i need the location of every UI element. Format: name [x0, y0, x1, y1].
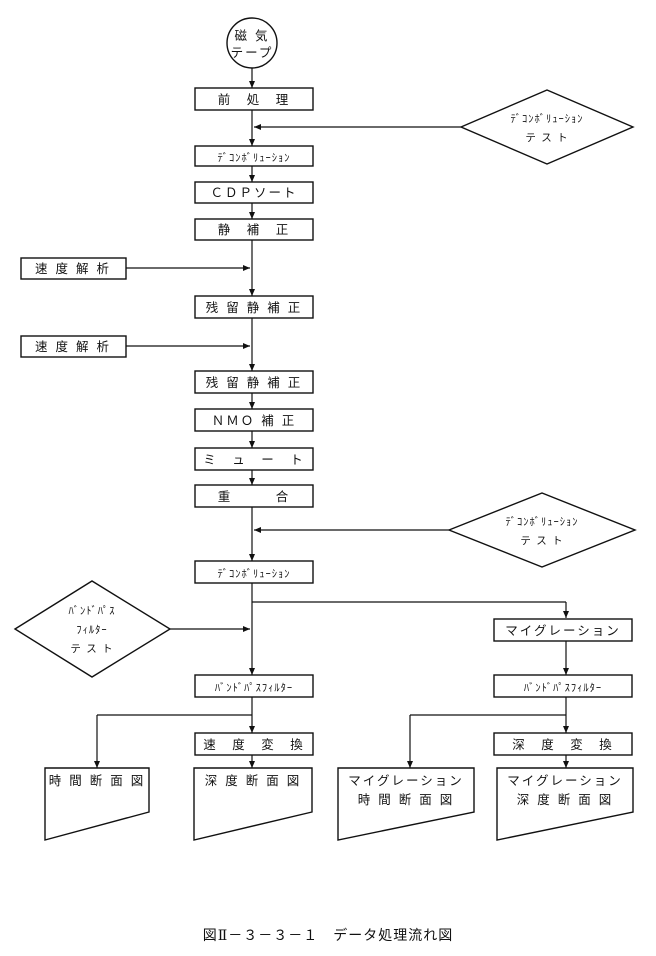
diamond-deconvolution-test-2: ﾃﾞｺﾝﾎﾞﾘｭｰｼｮﾝ テ ス ト: [447, 492, 637, 568]
start-label-1: 磁 気: [235, 28, 270, 43]
output-depth-section: 深 度 断 面 図: [193, 767, 313, 841]
box-preprocess: 前 処 理: [194, 87, 314, 111]
svg-text:テ ス ト: テ ス ト: [70, 643, 113, 655]
svg-text:前 処 理: 前 処 理: [218, 92, 291, 107]
svg-text:ﾊﾞﾝﾄﾞﾊﾟｽﾌｨﾙﾀｰ: ﾊﾞﾝﾄﾞﾊﾟｽﾌｨﾙﾀｰ: [524, 682, 602, 694]
box-mute: ミ ュ ー ト: [194, 447, 314, 471]
diamond-bandpass-test: ﾊﾞﾝﾄﾞﾊﾟｽ ﾌｨﾙﾀｰ テ ス ト: [13, 580, 172, 678]
box-migration: マイグレーション: [493, 618, 633, 642]
svg-text:ミ ュ ー ト: ミ ュ ー ト: [203, 452, 305, 467]
box-residual-static-2: 残 留 静 補 正: [194, 370, 314, 394]
svg-text:ＣＤＰソート: ＣＤＰソート: [210, 185, 297, 200]
box-bandpass-left: ﾊﾞﾝﾄﾞﾊﾟｽﾌｨﾙﾀｰ: [194, 674, 314, 698]
diamond-deconvolution-test-1: ﾃﾞｺﾝﾎﾞﾘｭｰｼｮﾝ テ ス ト: [459, 89, 635, 165]
start-label-2: テープ: [231, 45, 274, 60]
box-residual-static-1: 残 留 静 補 正: [194, 295, 314, 319]
svg-text:残 留 静 補 正: 残 留 静 補 正: [206, 300, 302, 315]
box-static-correction: 静 補 正: [194, 218, 314, 241]
svg-text:ﾃﾞｺﾝﾎﾞﾘｭｰｼｮﾝ: ﾃﾞｺﾝﾎﾞﾘｭｰｼｮﾝ: [506, 516, 579, 528]
svg-text:深 度 変 換: 深 度 変 換: [512, 737, 614, 752]
svg-text:ＮＭＯ 補 正: ＮＭＯ 補 正: [212, 413, 296, 428]
connectors: [94, 68, 569, 768]
svg-text:ﾃﾞｺﾝﾎﾞﾘｭｰｼｮﾝ: ﾃﾞｺﾝﾎﾞﾘｭｰｼｮﾝ: [218, 568, 291, 580]
box-depth-conversion: 深 度 変 換: [493, 732, 633, 756]
box-bandpass-right: ﾊﾞﾝﾄﾞﾊﾟｽﾌｨﾙﾀｰ: [493, 674, 633, 698]
output-migration-depth-section: マイグレーション 深 度 断 面 図: [496, 767, 634, 841]
box-velocity-analysis-1: 速 度 解 析: [20, 257, 127, 280]
svg-text:深 度 断 面 図: 深 度 断 面 図: [517, 792, 613, 807]
svg-text:ﾊﾞﾝﾄﾞﾊﾟｽ: ﾊﾞﾝﾄﾞﾊﾟｽ: [69, 605, 116, 617]
svg-text:ﾌｨﾙﾀｰ: ﾌｨﾙﾀｰ: [76, 624, 107, 636]
box-velocity-conversion: 速 度 変 換: [194, 732, 314, 756]
output-migration-time-section: マイグレーション 時 間 断 面 図: [337, 767, 475, 841]
svg-text:マイグレーション: マイグレーション: [505, 623, 621, 638]
svg-text:深 度 断 面 図: 深 度 断 面 図: [205, 773, 301, 788]
svg-text:ﾃﾞｺﾝﾎﾞﾘｭｰｼｮﾝ: ﾃﾞｺﾝﾎﾞﾘｭｰｼｮﾝ: [218, 152, 291, 164]
svg-text:速 度 解 析: 速 度 解 析: [35, 339, 111, 354]
svg-text:ﾊﾞﾝﾄﾞﾊﾟｽﾌｨﾙﾀｰ: ﾊﾞﾝﾄﾞﾊﾟｽﾌｨﾙﾀｰ: [215, 682, 293, 694]
svg-text:テ ス ト: テ ス ト: [520, 535, 563, 547]
svg-text:速 度 変 換: 速 度 変 換: [203, 737, 305, 752]
box-deconvolution-2: ﾃﾞｺﾝﾎﾞﾘｭｰｼｮﾝ: [194, 560, 314, 584]
figure-caption: 図Ⅱ－３－３－１ データ処理流れ図: [203, 927, 454, 944]
svg-text:残 留 静 補 正: 残 留 静 補 正: [206, 375, 302, 390]
svg-text:時 間 断 面 図: 時 間 断 面 図: [358, 792, 454, 807]
box-nmo-correction: ＮＭＯ 補 正: [194, 408, 314, 432]
magnetic-tape-start: 磁 気 テープ: [226, 17, 278, 69]
svg-text:テ ス ト: テ ス ト: [525, 132, 568, 144]
output-time-section: 時 間 断 面 図: [44, 767, 150, 841]
svg-text:マイグレーション: マイグレーション: [348, 773, 464, 788]
box-stack: 重 合: [194, 484, 314, 508]
box-velocity-analysis-2: 速 度 解 析: [20, 335, 127, 358]
svg-text:マイグレーション: マイグレーション: [507, 773, 623, 788]
svg-text:時 間 断 面 図: 時 間 断 面 図: [49, 773, 145, 788]
svg-text:ﾃﾞｺﾝﾎﾞﾘｭｰｼｮﾝ: ﾃﾞｺﾝﾎﾞﾘｭｰｼｮﾝ: [511, 113, 584, 125]
svg-text:静 補 正: 静 補 正: [218, 222, 291, 237]
box-cdp-sort: ＣＤＰソート: [194, 181, 314, 204]
svg-text:速 度 解 析: 速 度 解 析: [35, 261, 111, 276]
box-deconvolution-1: ﾃﾞｺﾝﾎﾞﾘｭｰｼｮﾝ: [194, 145, 314, 167]
svg-text:重 合: 重 合: [218, 489, 291, 504]
